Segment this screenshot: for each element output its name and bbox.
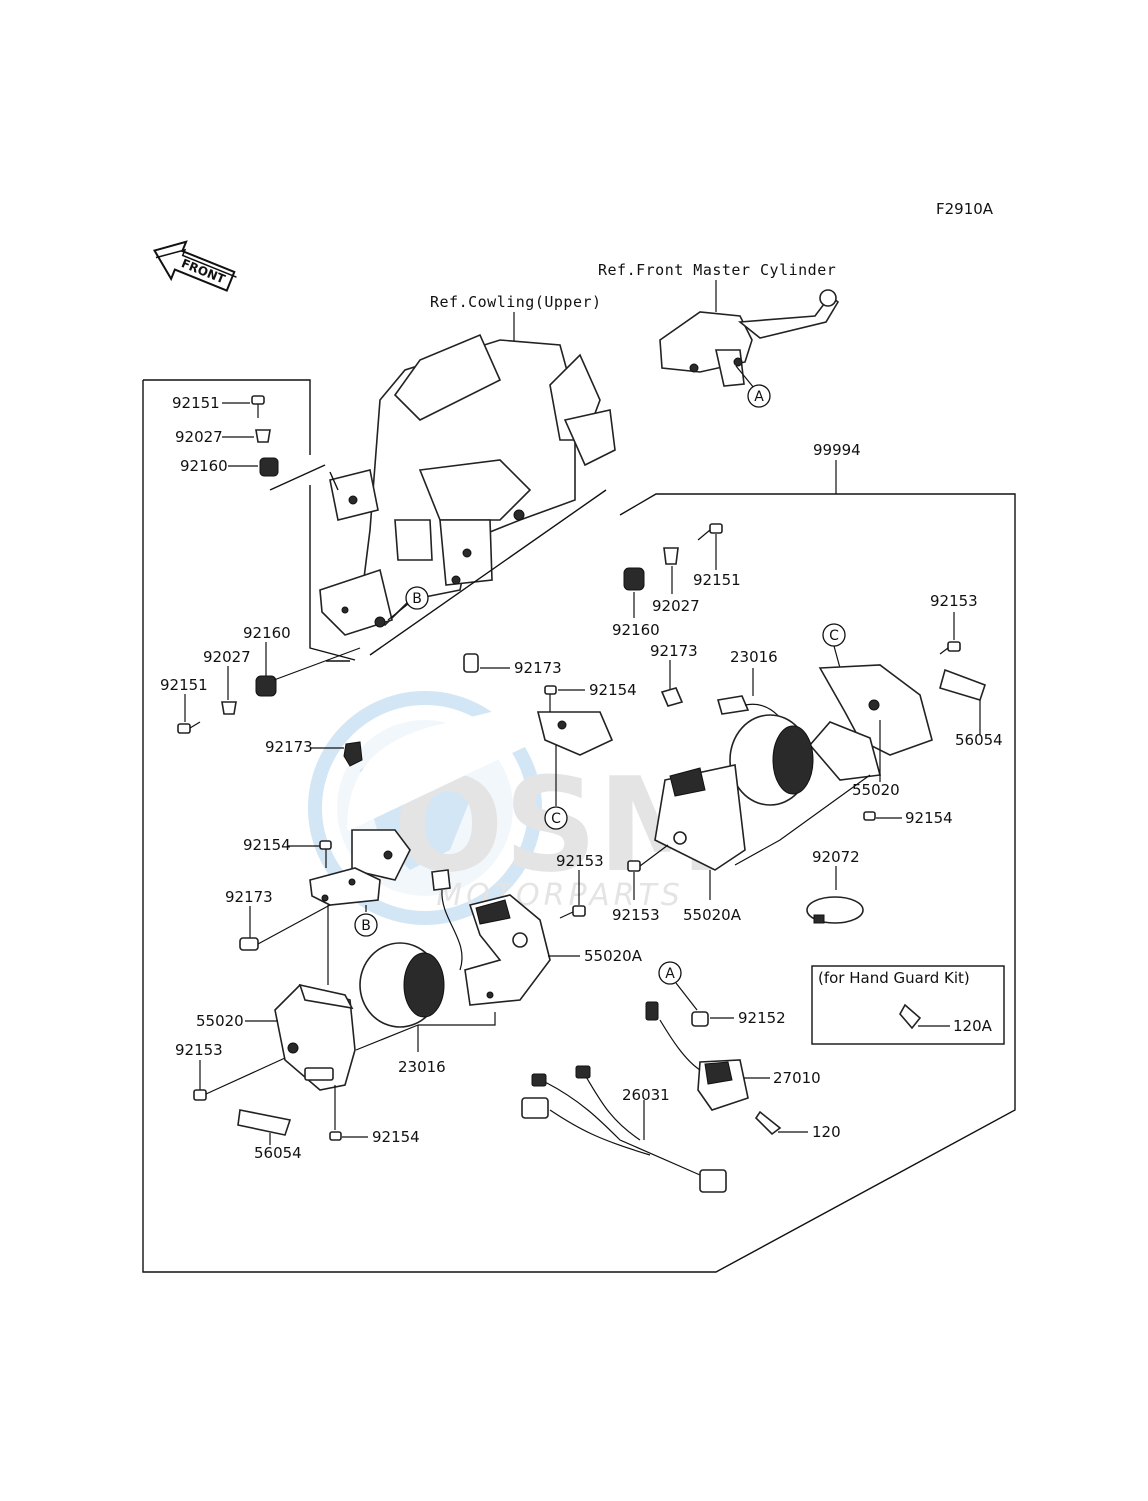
callout-c-mid: C — [544, 806, 568, 830]
part-92173-b: 92173 — [650, 642, 698, 660]
collar-92027-top — [255, 429, 271, 443]
part-92160-b: 92160 — [243, 624, 291, 642]
ref-master-cylinder: Ref.Front Master Cylinder — [598, 261, 836, 279]
callout-b-low: B — [354, 913, 378, 937]
part-55020A-a: 55020A — [683, 906, 742, 924]
callout-a-low: A — [658, 961, 682, 985]
grommet-92160-top — [259, 457, 279, 477]
part-55020-b: 55020 — [196, 1012, 244, 1030]
part-92027-a: 92027 — [175, 428, 223, 446]
nut-92173-right — [660, 687, 684, 707]
hand-guard-kit-box: (for Hand Guard Kit) 120A — [811, 965, 1005, 1045]
screw-92154-left — [329, 1131, 342, 1141]
part-92154-c: 92154 — [905, 809, 953, 827]
part-27010: 27010 — [773, 1069, 821, 1087]
grommet-92160-right — [623, 567, 645, 591]
callout-a-top: A — [747, 384, 771, 408]
svg-text:C: C — [829, 628, 839, 644]
part-92027-b: 92027 — [203, 648, 251, 666]
lamp-cover-right-55020 — [808, 664, 933, 781]
part-92153-d: 92153 — [175, 1041, 223, 1059]
screw-92153-right-top — [939, 641, 961, 655]
part-92151-a: 92151 — [172, 394, 220, 412]
part-120: 120 — [812, 1123, 841, 1141]
part-23016-a: 23016 — [730, 648, 778, 666]
callout-c-right: C — [822, 623, 846, 647]
front-arrow-icon: FRONT — [152, 240, 237, 292]
bolt-92151-top — [251, 395, 265, 418]
reflector-56054-right — [939, 668, 987, 701]
fog-lamp-left-23016 — [359, 869, 463, 1028]
part-92153-c: 92153 — [556, 852, 604, 870]
lamp-bracket-left-55020A — [464, 894, 551, 1006]
bolt-92151-right — [697, 523, 723, 541]
part-23016-b: 23016 — [398, 1058, 446, 1076]
hand-guard-part: 120A — [953, 1017, 993, 1035]
svg-text:B: B — [412, 591, 422, 607]
guard-bar — [347, 702, 614, 881]
part-26031: 26031 — [622, 1086, 670, 1104]
part-55020-a: 55020 — [852, 781, 900, 799]
cowling-stay-frame — [319, 333, 616, 636]
part-56054-b: 56054 — [254, 1144, 302, 1162]
knob-92152 — [691, 1011, 709, 1027]
bracket-lower-left — [309, 867, 381, 906]
screw-92154-mid — [319, 840, 332, 868]
collar-92027-right — [663, 547, 679, 565]
part-92154-a: 92154 — [589, 681, 637, 699]
hand-guard-title: (for Hand Guard Kit) — [818, 969, 970, 987]
callout-b-top: B — [405, 586, 429, 610]
lamp-bracket-right-55020A — [654, 764, 746, 871]
svg-text:A: A — [665, 966, 675, 982]
part-92173-c: 92173 — [265, 738, 313, 756]
part-92027-c: 92027 — [652, 597, 700, 615]
part-56054-a: 56054 — [955, 731, 1003, 749]
part-92160-c: 92160 — [612, 621, 660, 639]
part-55020A-b: 55020A — [584, 947, 643, 965]
reflector-56054-left — [237, 1109, 292, 1136]
part-92153-b: 92153 — [612, 906, 660, 924]
svg-text:A: A — [754, 389, 764, 405]
svg-text:B: B — [361, 918, 371, 934]
part-92173-a: 92173 — [514, 659, 562, 677]
lamp-cover-left-55020 — [274, 983, 356, 1091]
kit-outline — [142, 379, 1016, 1273]
part-92151-c: 92151 — [693, 571, 741, 589]
screw-92153-left-low — [193, 1089, 207, 1101]
screw-92153-right-low — [627, 860, 641, 872]
screw-92154-right — [863, 811, 876, 821]
figure-code: F2910A — [936, 200, 994, 218]
part-92151-b: 92151 — [160, 676, 208, 694]
part-92154-d: 92154 — [372, 1128, 420, 1146]
screw-92153-left-top — [559, 905, 586, 919]
part-92160-a: 92160 — [180, 457, 228, 475]
fog-lamp-right-23016 — [716, 695, 814, 806]
nut-92173-top — [463, 653, 479, 673]
bolt-120 — [754, 1110, 782, 1136]
screw-92154-top — [544, 685, 557, 712]
svg-text:C: C — [551, 811, 561, 827]
ref-cowling: Ref.Cowling(Upper) — [430, 293, 602, 311]
master-cylinder-part — [659, 289, 840, 387]
part-92173-d: 92173 — [225, 888, 273, 906]
nut-92173-low — [239, 937, 259, 951]
grommet-92160-left — [255, 675, 277, 697]
part-92153-a: 92153 — [930, 592, 978, 610]
collar-92027-left — [221, 701, 237, 715]
wiring-harness-26031 — [521, 1065, 727, 1193]
bolt-92151-left — [177, 721, 201, 734]
part-92072: 92072 — [812, 848, 860, 866]
nut-92173-mid — [343, 741, 363, 767]
cable-tie-92072 — [806, 896, 864, 924]
part-92152: 92152 — [738, 1009, 786, 1027]
kit-label: 99994 — [813, 441, 861, 459]
switch-27010 — [645, 1001, 749, 1111]
part-92154-b: 92154 — [243, 836, 291, 854]
